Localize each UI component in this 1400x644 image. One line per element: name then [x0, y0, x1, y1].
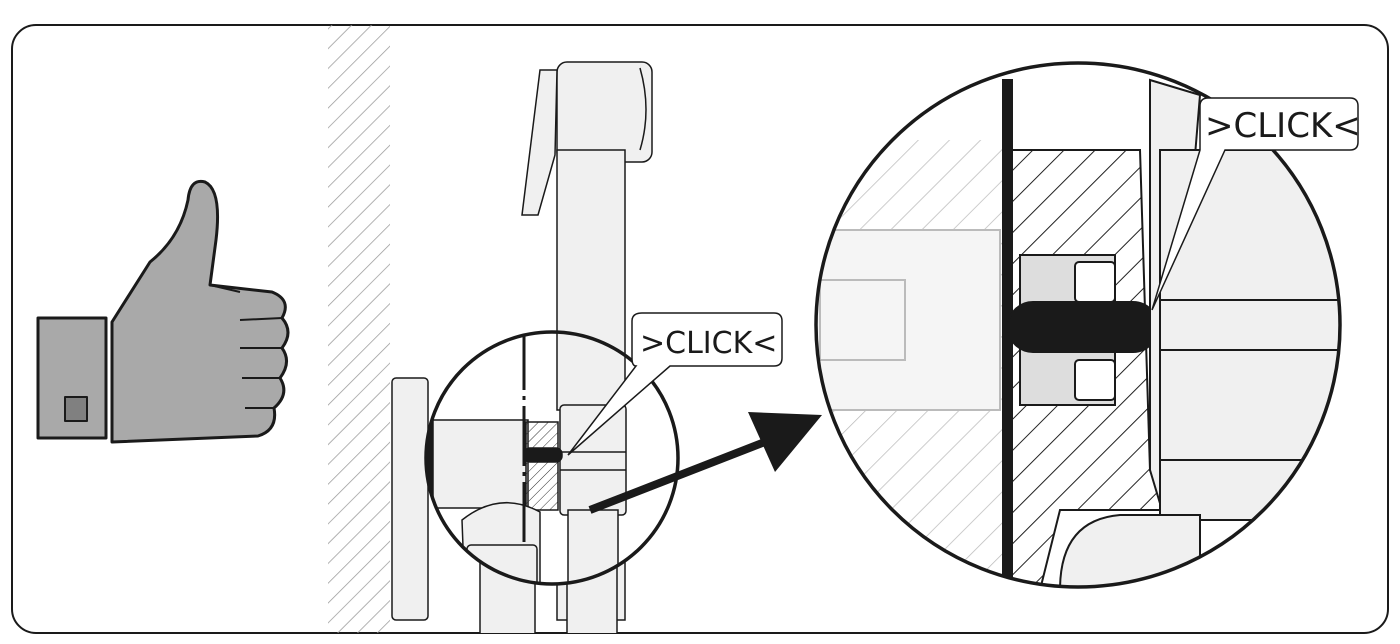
click-callout-large: >CLICK<: [1151, 97, 1361, 311]
thumbs-up-icon: [36, 179, 290, 444]
click-label-small: >CLICK<: [640, 326, 777, 361]
click-callout-small: >CLICK<: [567, 312, 783, 456]
click-label-large: >CLICK<: [1205, 106, 1361, 146]
zoom-arrow: [588, 412, 822, 514]
wall-hatch: [328, 25, 390, 633]
large-detail-circle: [814, 61, 1342, 589]
